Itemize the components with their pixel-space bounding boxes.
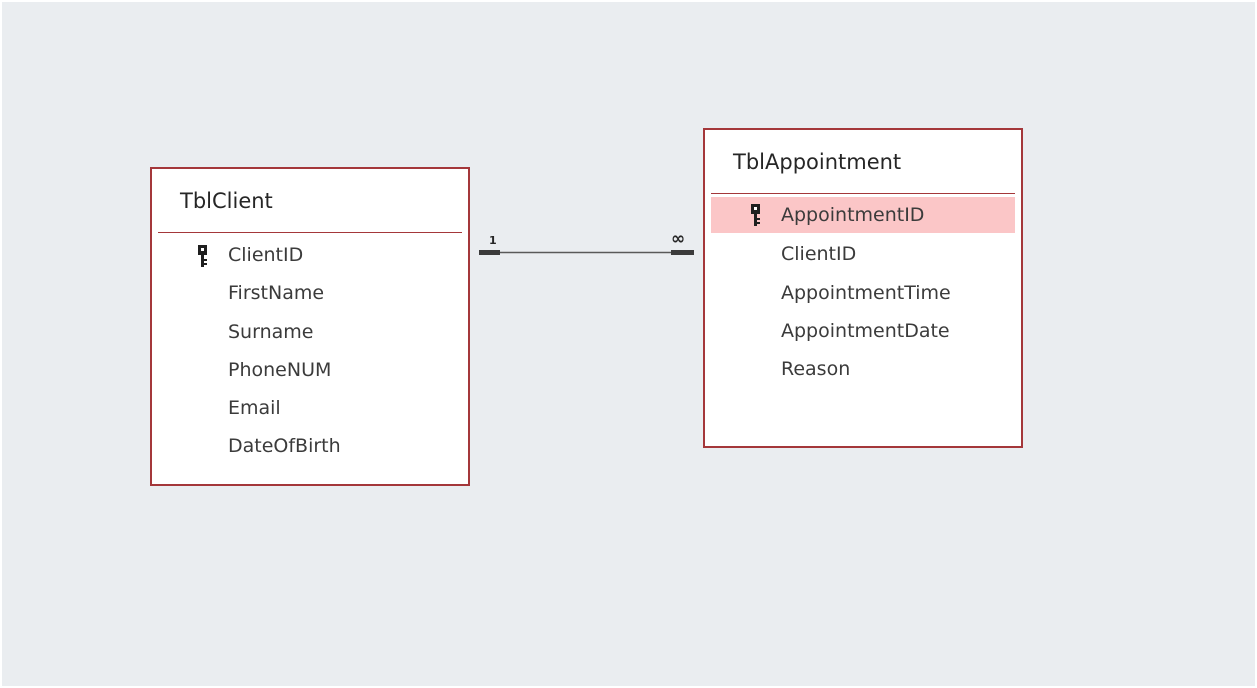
- title-divider: [711, 193, 1015, 194]
- field-row[interactable]: AppointmentTime: [711, 274, 1015, 312]
- field-row[interactable]: Email: [158, 389, 462, 427]
- field-label: Surname: [228, 320, 314, 343]
- field-row[interactable]: ClientID: [158, 236, 462, 274]
- field-row[interactable]: PhoneNUM: [158, 351, 462, 389]
- key-icon: [196, 242, 210, 268]
- field-label: DateOfBirth: [228, 435, 341, 458]
- field-label: AppointmentDate: [781, 319, 950, 342]
- field-label: PhoneNUM: [228, 358, 332, 381]
- table-title[interactable]: TblAppointment: [733, 150, 902, 174]
- relationship-many-label: ∞: [671, 229, 686, 249]
- field-row[interactable]: ClientID: [711, 235, 1015, 273]
- field-label: ClientID: [228, 244, 304, 266]
- field-label: Email: [228, 397, 281, 420]
- field-label: ClientID: [781, 243, 857, 266]
- field-row[interactable]: FirstName: [158, 274, 462, 312]
- field-label: FirstName: [228, 282, 325, 305]
- field-label: AppointmentID: [781, 204, 925, 226]
- field-label: Reason: [781, 358, 851, 381]
- field-row[interactable]: Reason: [711, 350, 1015, 388]
- title-divider: [158, 232, 462, 233]
- table-title[interactable]: TblClient: [180, 189, 273, 213]
- field-label: AppointmentTime: [781, 281, 951, 304]
- key-icon: [749, 202, 763, 226]
- field-row[interactable]: DateOfBirth: [158, 427, 462, 465]
- relationship-one-label: 1: [489, 234, 497, 247]
- field-row[interactable]: Surname: [158, 313, 462, 351]
- field-row[interactable]: AppointmentID: [711, 197, 1015, 233]
- field-row[interactable]: AppointmentDate: [711, 312, 1015, 350]
